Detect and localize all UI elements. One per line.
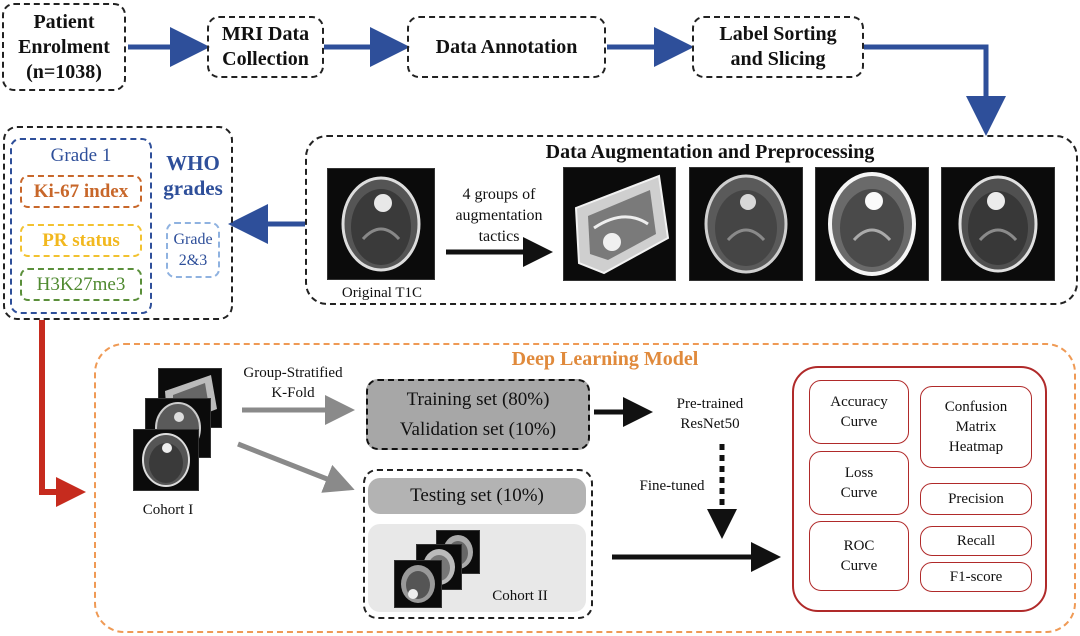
patient-enrolment-line1: Patient [33,10,95,33]
prediction-targets-box [3,126,233,320]
brain-mri-icon [142,433,190,487]
arrow-cohort1-to-testing [237,441,355,493]
fine-tuned-label: Fine-tuned [639,478,705,494]
label-sorting-box: Label Sorting and Slicing [692,16,864,78]
label-sorting-line1: Label Sorting [719,23,837,45]
deep-learning-title: Deep Learning Model [511,347,699,370]
accuracy-curve-box: Accuracy Curve [809,380,909,444]
kfold-line1: Group-Stratified [243,365,343,381]
accuracy-line1: Accuracy [830,394,888,410]
ki67-index-label: Ki-67 index [33,180,129,202]
augmentation-box [305,135,1078,305]
metrics-box [792,366,1047,612]
who-grades-line1: WHO [166,151,220,175]
cohort1-slice-front [133,429,199,491]
patient-enrolment-box: Patient Enrolment (n=1038) [2,3,126,91]
cohort1-label: Cohort I [142,502,194,518]
kfold-line2: K-Fold [271,385,315,401]
resnet-line1: Pre-trained [676,396,744,412]
confusion-matrix-box: Confusion Matrix Heatmap [920,386,1032,468]
h3k27me3-label: H3K27me3 [36,273,126,295]
resnet-label: Pre-trained ResNet50 [654,393,766,435]
brain-mri-icon [401,565,435,603]
testing-set-label: Testing set (10%) [410,485,544,506]
f1-score-box: F1-score [920,562,1032,592]
training-validation-box: Training set (80%) Validation set (10%) [366,379,590,450]
tactics-line1: 4 groups of [462,185,536,203]
original-mri-image [327,168,435,280]
brain-mri-icon [341,176,421,272]
testing-set-box: Testing set (10%) [368,478,586,514]
data-annotation-label: Data Annotation [435,35,578,58]
tactics-line3: tactics [478,227,520,245]
tactics-line2: augmentation [455,206,543,224]
augmented-image-noise [689,167,803,281]
deep-learning-box [94,343,1076,633]
loss-line1: Loss [844,465,874,481]
roc-line1: ROC [843,538,875,554]
mri-collection-line1: MRI Data [221,23,310,45]
kfold-label: Group-Stratified K-Fold [228,362,358,404]
ki67-index-box: Ki-67 index [20,175,142,208]
f1-score-label: F1-score [949,569,1003,585]
grade23-box: Grade 2&3 [166,222,220,278]
cohort2-slice-front [394,560,442,608]
precision-label: Precision [948,491,1004,507]
pr-status-label: PR status [42,229,120,251]
brain-mri-icon [958,175,1038,273]
augmented-image-contrast [815,167,929,281]
augmentation-tactics-label: 4 groups of augmentation tactics [444,183,554,247]
resnet-line2: ResNet50 [680,416,740,432]
confusion-line1: Confusion [944,399,1008,415]
arrow-targets-to-model [39,320,86,507]
label-sorting-line2: and Slicing [730,48,826,70]
testing-box [363,469,593,619]
grade23-line2: 2&3 [178,252,208,269]
who-grades-label: WHO grades [156,150,230,202]
brain-mri-icon [574,174,670,275]
grade23-line1: Grade [173,231,213,248]
arrow-label-to-augmentation [864,44,1006,136]
pr-status-box: PR status [20,224,142,257]
accuracy-line2: Curve [840,414,878,430]
roc-curve-box: ROC Curve [809,521,909,591]
grade1-label: Grade 1 [50,145,112,166]
precision-box: Precision [920,483,1032,515]
roc-line2: Curve [840,558,878,574]
augmented-image-flip [941,167,1055,281]
mri-collection-box: MRI Data Collection [207,16,324,78]
data-annotation-box: Data Annotation [407,16,606,78]
h3k27me3-box: H3K27me3 [20,268,142,301]
loss-curve-box: Loss Curve [809,451,909,515]
training-set-label: Training set (80%) [406,388,550,410]
recall-label: Recall [956,533,996,549]
cohort2-label: Cohort II [492,588,548,604]
patient-enrolment-line3: (n=1038) [26,60,102,83]
who-grades-line2: grades [163,176,223,200]
targets-inner-box [10,138,152,314]
mri-collection-line2: Collection [222,48,309,70]
brain-mri-icon [828,172,916,276]
augmentation-title: Data Augmentation and Preprocessing [545,140,875,163]
validation-set-label: Validation set (10%) [399,418,557,440]
confusion-line2: Matrix [955,419,997,435]
patient-enrolment-line2: Enrolment [18,35,110,58]
brain-mri-icon [704,174,788,274]
augmented-image-affine [563,167,676,281]
recall-box: Recall [920,526,1032,556]
loss-line2: Curve [840,485,878,501]
confusion-line3: Heatmap [948,439,1004,455]
original-t1c-caption: Original T1C [341,285,423,301]
